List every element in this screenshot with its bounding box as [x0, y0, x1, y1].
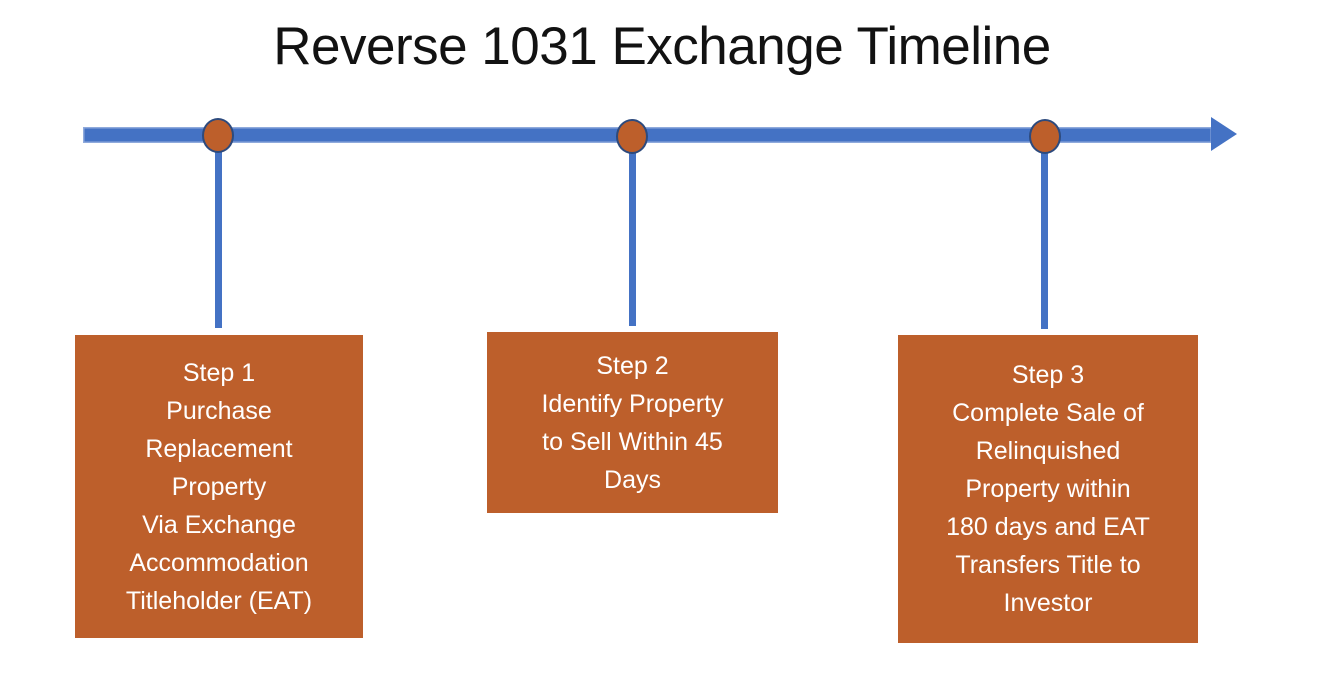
step-3-marker-dot — [1029, 119, 1061, 154]
diagram-title: Reverse 1031 Exchange Timeline — [273, 17, 1051, 76]
step-2-box: Step 2 Identify Property to Sell Within … — [487, 332, 778, 513]
step-2-marker-dot — [616, 119, 648, 154]
arrow-right-icon — [1211, 117, 1237, 151]
step-3-box: Step 3 Complete Sale of Relinquished Pro… — [898, 335, 1198, 643]
step-1-marker-dot — [202, 118, 234, 153]
step-1-connector-line — [215, 148, 222, 328]
step-2-connector-line — [629, 148, 636, 326]
step-1-box: Step 1 Purchase Replacement Property Via… — [75, 335, 363, 638]
step-3-connector-line — [1041, 148, 1048, 329]
